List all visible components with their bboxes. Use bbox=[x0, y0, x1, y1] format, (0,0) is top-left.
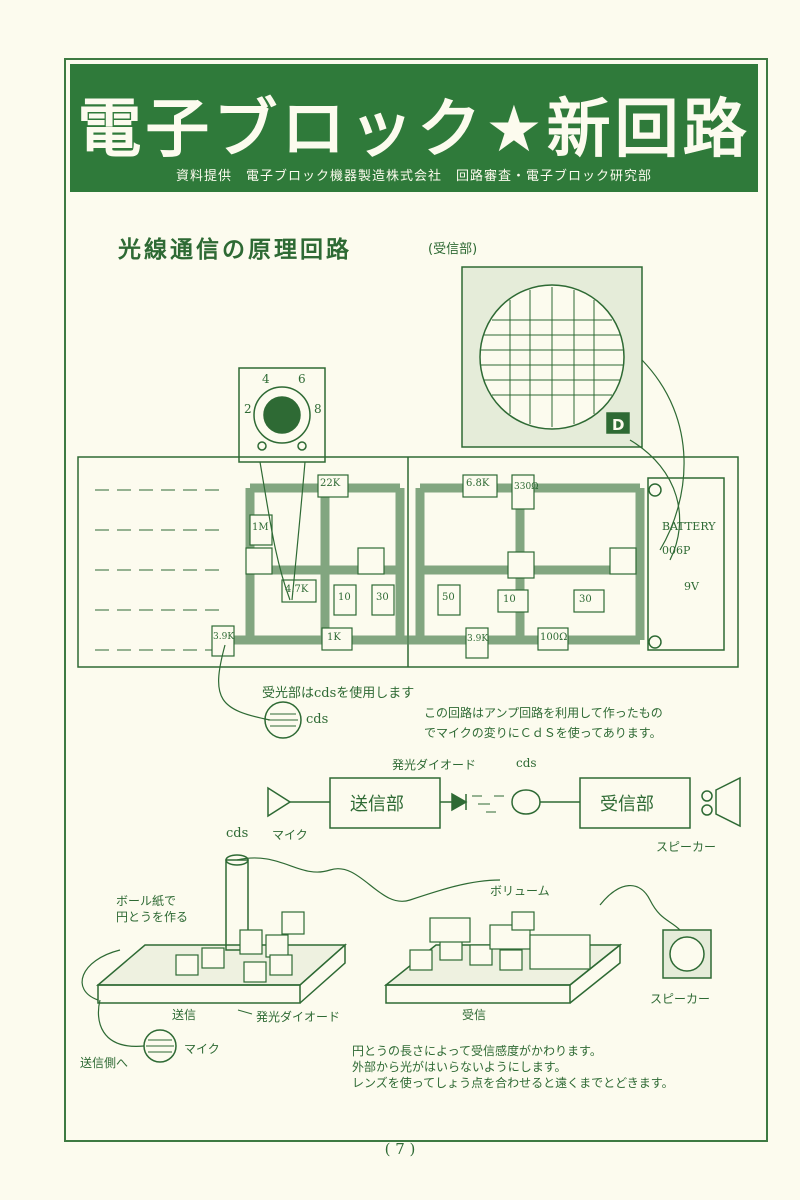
led-label: 発光ダイオード bbox=[392, 758, 477, 772]
label-3-9k-left: 3.9K bbox=[213, 632, 235, 642]
section-subtitle: (受信部) bbox=[428, 242, 478, 257]
label-50: 50 bbox=[442, 592, 455, 603]
cds-label: cds bbox=[306, 712, 329, 727]
battery bbox=[647, 477, 725, 651]
page-border bbox=[64, 58, 768, 1142]
label-1k: 1K bbox=[327, 632, 341, 643]
mic-top-label: マイク bbox=[272, 828, 308, 842]
credits-line: 資料提供 電子ブロック機器製造株式会社 回路審査・電子ブロック研究部 bbox=[175, 169, 652, 184]
battery-label: BATTERY bbox=[662, 520, 716, 533]
page-title: 電子ブロック★新回路 bbox=[77, 93, 751, 167]
page-number: ( 7 ) bbox=[384, 1140, 416, 1158]
volume-label: ボリューム bbox=[490, 884, 550, 898]
transmitter-label: 送信部 bbox=[350, 794, 404, 815]
description-line-1: この回路はアンプ回路を利用して作ったもの bbox=[424, 706, 663, 720]
mic-label: マイク bbox=[184, 1042, 220, 1056]
cds-note: 受光部はcdsを使用します bbox=[262, 686, 415, 701]
dial-mark-6: 6 bbox=[298, 372, 306, 386]
battery-model: 006P bbox=[662, 544, 691, 557]
speaker-symbol bbox=[715, 776, 741, 828]
transmit-label: 送信 bbox=[172, 1008, 197, 1022]
section-title: 光線通信の原理回路 bbox=[118, 237, 352, 263]
paper-tube-label-1: ボール紙で bbox=[116, 894, 177, 908]
to-transmitter-label: 送信側へ bbox=[80, 1056, 129, 1070]
label-1m: 1M bbox=[252, 522, 269, 533]
receiver-label: 受信部 bbox=[600, 794, 654, 815]
transmitter-box bbox=[329, 777, 441, 829]
label-100: 100Ω bbox=[540, 632, 568, 643]
cds-sensor bbox=[264, 701, 302, 739]
note-1: 円とうの長さによって受信感度がかわります。 bbox=[352, 1044, 602, 1058]
label-3-9k-right: 3.9K bbox=[467, 634, 489, 644]
note-2: 外部から光がはいらないようにします。 bbox=[352, 1060, 567, 1074]
description-line-2: でマイクの変りにＣｄＳを使ってあります。 bbox=[424, 726, 662, 740]
mic-symbol bbox=[267, 786, 292, 818]
label-10-left: 10 bbox=[338, 592, 351, 603]
label-30-left: 30 bbox=[376, 592, 389, 603]
label-6-8k: 6.8K bbox=[466, 478, 490, 489]
header-banner: 電子ブロック★新回路 資料提供 電子ブロック機器製造株式会社 回路審査・電子ブロ… bbox=[70, 64, 758, 192]
speaker-diagram-label: スピーカー bbox=[656, 840, 717, 854]
paper-tube-label-2: 円とうを作る bbox=[116, 910, 189, 924]
cds-diagram-label: cds bbox=[516, 756, 537, 770]
battery-voltage: 9V bbox=[684, 580, 699, 593]
dial-mark-2: 2 bbox=[244, 402, 252, 416]
dial-mark-4: 4 bbox=[262, 372, 270, 386]
cds-assembly-label: cds bbox=[226, 826, 249, 841]
dial-mark-8: 8 bbox=[314, 402, 322, 416]
led-assembly-label: 発光ダイオード bbox=[256, 1010, 341, 1024]
volume-knob bbox=[253, 386, 311, 444]
speaker-logo: D bbox=[612, 416, 624, 434]
receive-label: 受信 bbox=[462, 1008, 487, 1022]
label-330: 330Ω bbox=[514, 482, 539, 492]
label-22k: 22K bbox=[320, 478, 341, 489]
label-4-7k: 4.7K bbox=[285, 584, 309, 595]
volume-dial-plate bbox=[238, 367, 326, 463]
label-30-right: 30 bbox=[579, 594, 592, 605]
speaker-logo-box bbox=[606, 412, 630, 434]
note-3: レンズを使ってしょう点を合わせると遠くまでとどきます。 bbox=[352, 1076, 674, 1090]
speaker-assembly-label: スピーカー bbox=[650, 992, 711, 1006]
receiver-box bbox=[579, 777, 691, 829]
label-10-right: 10 bbox=[503, 594, 516, 605]
